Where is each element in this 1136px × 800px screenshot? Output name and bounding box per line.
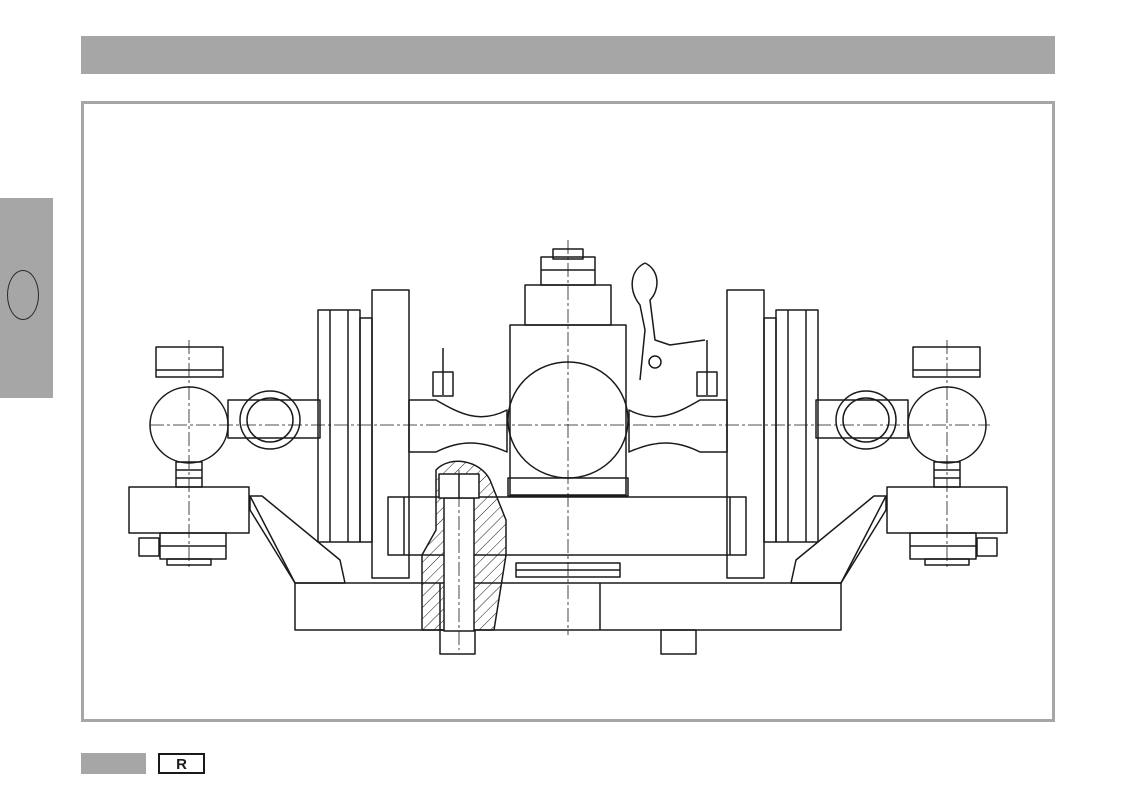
safety-pin xyxy=(632,263,705,380)
right-axle xyxy=(816,400,908,438)
footer-bar xyxy=(81,753,146,774)
left-axle xyxy=(228,400,320,438)
right-disc-outer xyxy=(776,310,818,542)
bracket-r-mark-icon: R xyxy=(158,753,205,774)
base-foot-left xyxy=(440,630,475,654)
footer-mark-text: R xyxy=(176,756,187,773)
left-cap xyxy=(156,347,223,377)
right-pin-clip xyxy=(697,340,717,396)
crossbar xyxy=(409,400,507,452)
left-disc-outer xyxy=(318,310,360,542)
right-clamp xyxy=(977,538,997,556)
base-foot-right xyxy=(661,630,696,654)
left-pin-clip xyxy=(433,348,453,396)
left-clamp xyxy=(139,538,159,556)
right-cap xyxy=(913,347,980,377)
